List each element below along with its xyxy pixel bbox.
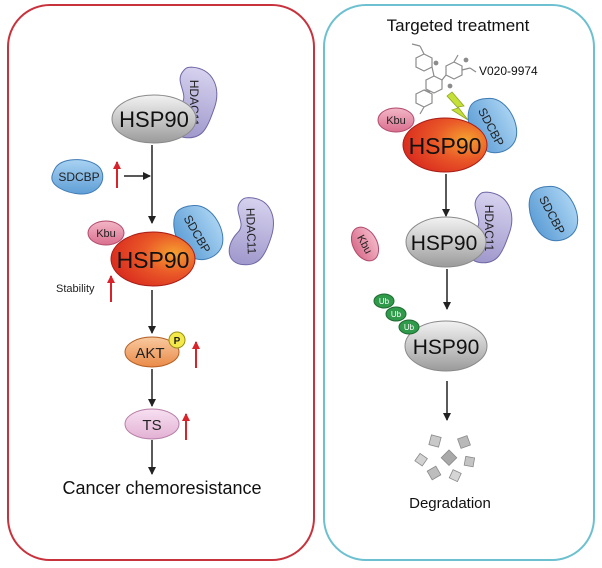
phospho-label: P (174, 336, 181, 347)
hsp90-main-right-label: HSP90 (409, 133, 482, 159)
ubiquitin-3: Ub (398, 319, 420, 335)
sdcbp-free-right-protein: SDCBP (528, 185, 579, 242)
left-outcome-label: Cancer chemoresistance (62, 478, 261, 498)
ubiquitin-3-label: Ub (404, 323, 415, 332)
drug-label: V020-9974 (479, 64, 538, 78)
hsp90-mid-right-protein: HSP90 (405, 216, 487, 268)
right-outcome-label: Degradation (409, 495, 491, 512)
right-panel-title: Targeted treatment (387, 16, 530, 35)
ubiquitin-2-label: Ub (391, 310, 402, 319)
hsp90-mid-right-label: HSP90 (411, 232, 478, 255)
kbu-left-label: Kbu (96, 228, 116, 240)
left-panel-frame (7, 4, 315, 561)
right-panel-frame (323, 4, 595, 561)
hsp90-main-left-protein: HSP90 (110, 231, 196, 287)
hsp90-top-protein: HSP90 (111, 94, 197, 144)
ts-protein: TS (124, 408, 180, 440)
hdac11-free-label: HDAC11 (243, 208, 259, 255)
sdcbp-incoming-label: SDCBP (58, 170, 99, 184)
kbu-left-protein: Kbu (87, 220, 125, 246)
hsp90-top-label: HSP90 (119, 107, 189, 132)
sdcbp-incoming-protein: SDCBP (51, 159, 104, 195)
kbu-right-bound-label: Kbu (386, 115, 406, 127)
akt-label: AKT (135, 345, 164, 362)
hsp90-main-right-protein: HSP90 (402, 117, 488, 173)
hdac11-free-protein: HDAC11 (228, 197, 274, 266)
ubiquitin-1: Ub (373, 293, 395, 309)
drug-structure (411, 43, 477, 115)
stability-label: Stability (56, 283, 95, 295)
ubiquitin-2: Ub (385, 306, 407, 322)
akt-protein: AKT (124, 336, 180, 368)
ts-label: TS (142, 417, 161, 434)
degradation-fragments-icon (414, 434, 476, 483)
kbu-right-free-protein: Kbu (350, 226, 380, 262)
ubiquitin-1-label: Ub (379, 297, 390, 306)
kbu-right-bound-protein: Kbu (377, 107, 415, 133)
phospho-badge: P (168, 331, 186, 349)
ubiquitin-chain: Ub Ub Ub (373, 293, 420, 335)
hsp90-ub-label: HSP90 (413, 336, 480, 359)
hsp90-ub-protein: HSP90 (404, 320, 488, 372)
hsp90-main-left-label: HSP90 (117, 247, 190, 273)
drug-lightning-bolt-icon (446, 91, 469, 121)
